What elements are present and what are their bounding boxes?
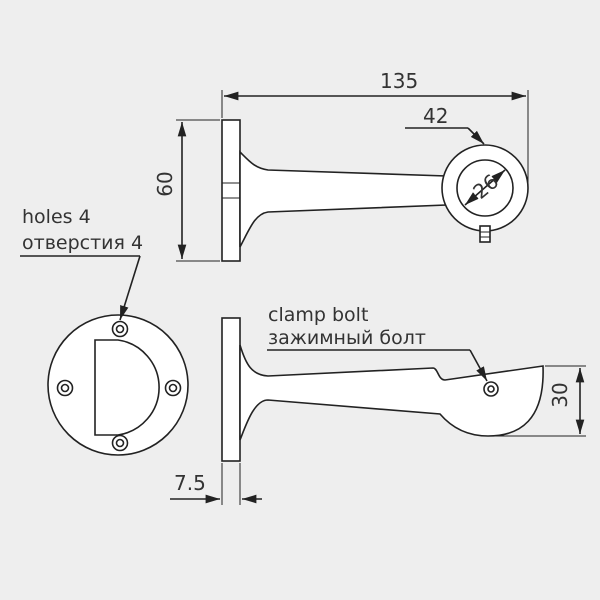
- side-arm: [239, 344, 544, 441]
- mount-hole-right: [164, 379, 182, 397]
- dim-text-7-5: 7.5: [174, 471, 206, 495]
- clamp-bolt-side: [483, 381, 499, 397]
- dimension-30: [492, 365, 586, 437]
- clamp-bolt-top: [479, 225, 491, 243]
- mount-hole-left: [56, 379, 74, 397]
- dim-text-135: 135: [380, 69, 418, 93]
- dimension-135: [221, 90, 529, 186]
- label-bolt-en: clamp bolt: [268, 304, 368, 326]
- dim-text-30: 30: [548, 382, 572, 407]
- label-holes-ru: отверстия 4: [22, 232, 143, 254]
- dimension-7-5: [170, 463, 262, 505]
- label-bolt-ru: зажимный болт: [268, 327, 426, 349]
- label-holes-en: holes 4: [22, 206, 91, 228]
- dimension-42: [405, 127, 485, 145]
- dimension-60: [176, 119, 220, 262]
- dim-text-42: 42: [423, 104, 448, 128]
- arm-base-outline: [94, 339, 160, 436]
- top-wall-plate: [221, 119, 241, 262]
- plate-front-view: [20, 255, 189, 456]
- top-view: [221, 119, 529, 262]
- side-view: [221, 317, 544, 462]
- dim-text-60: 60: [153, 171, 177, 196]
- side-wall-plate: [221, 317, 241, 462]
- mount-hole-top: [111, 320, 129, 338]
- top-arm: [239, 150, 447, 248]
- mount-hole-bottom: [111, 434, 129, 452]
